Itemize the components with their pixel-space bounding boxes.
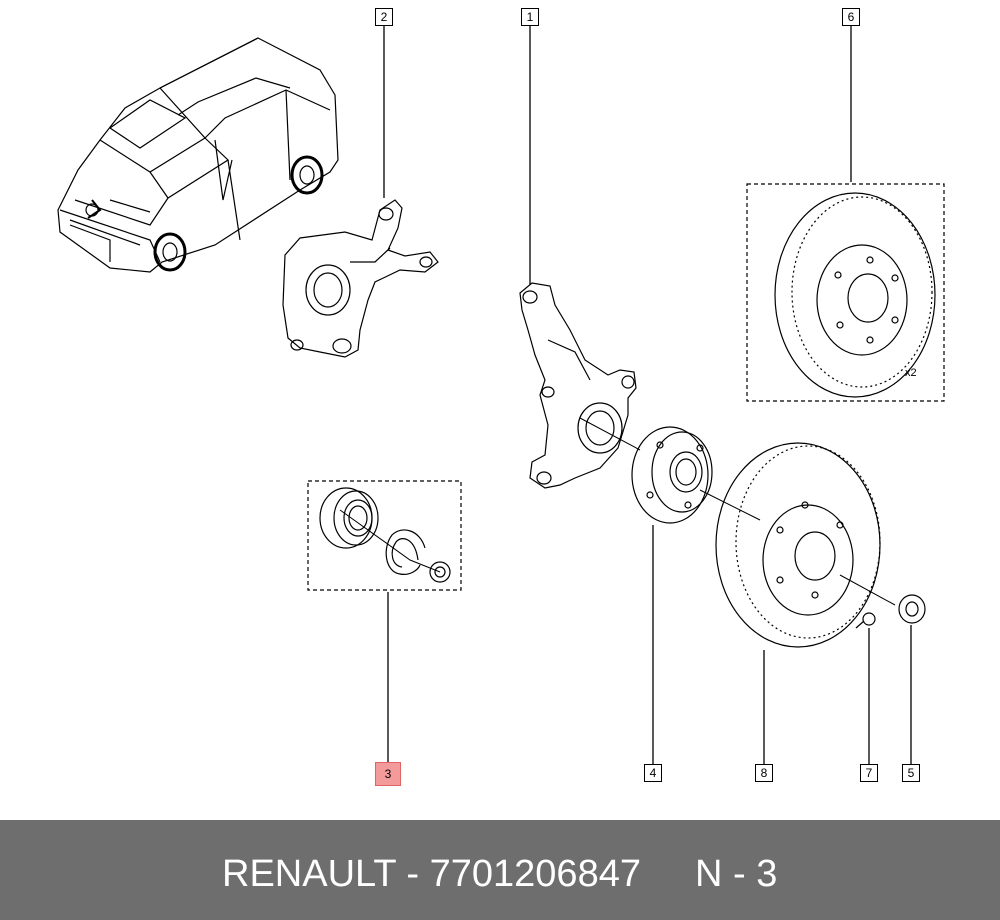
assembly-axis-lines bbox=[339, 417, 896, 606]
parts-diagram: x2 1 2 3 4 5 6 7 8 bbox=[57, 8, 945, 786]
part-4-hub bbox=[631, 426, 713, 524]
part-8-brake-disc bbox=[715, 442, 881, 648]
callout-4[interactable]: 4 bbox=[644, 764, 662, 782]
callout-1[interactable]: 1 bbox=[521, 8, 539, 26]
callout-6[interactable]: 6 bbox=[842, 8, 860, 26]
part-3-bearing-kit bbox=[307, 480, 462, 591]
quantity-note: x2 bbox=[905, 367, 917, 379]
part-5-hub-nut bbox=[898, 594, 926, 624]
callout-5[interactable]: 5 bbox=[902, 764, 920, 782]
callout-3-highlighted[interactable]: 3 bbox=[375, 762, 401, 786]
part-1-knuckle bbox=[519, 282, 637, 489]
page-reference: N - 3 bbox=[695, 853, 778, 895]
part-2-knuckle bbox=[282, 199, 439, 358]
callout-2[interactable]: 2 bbox=[375, 8, 393, 26]
callout-8[interactable]: 8 bbox=[755, 764, 773, 782]
brand-part-number: RENAULT - 7701206847 bbox=[222, 853, 641, 895]
exploded-view-drawing: x2 bbox=[57, 25, 945, 764]
footer-bar: RENAULT - 7701206847 N - 3 bbox=[0, 820, 1000, 920]
part-6-brake-disc-box bbox=[746, 183, 945, 402]
van-illustration bbox=[57, 37, 339, 273]
leader-lines bbox=[383, 25, 912, 764]
part-7-screw bbox=[855, 612, 876, 629]
callout-7[interactable]: 7 bbox=[860, 764, 878, 782]
